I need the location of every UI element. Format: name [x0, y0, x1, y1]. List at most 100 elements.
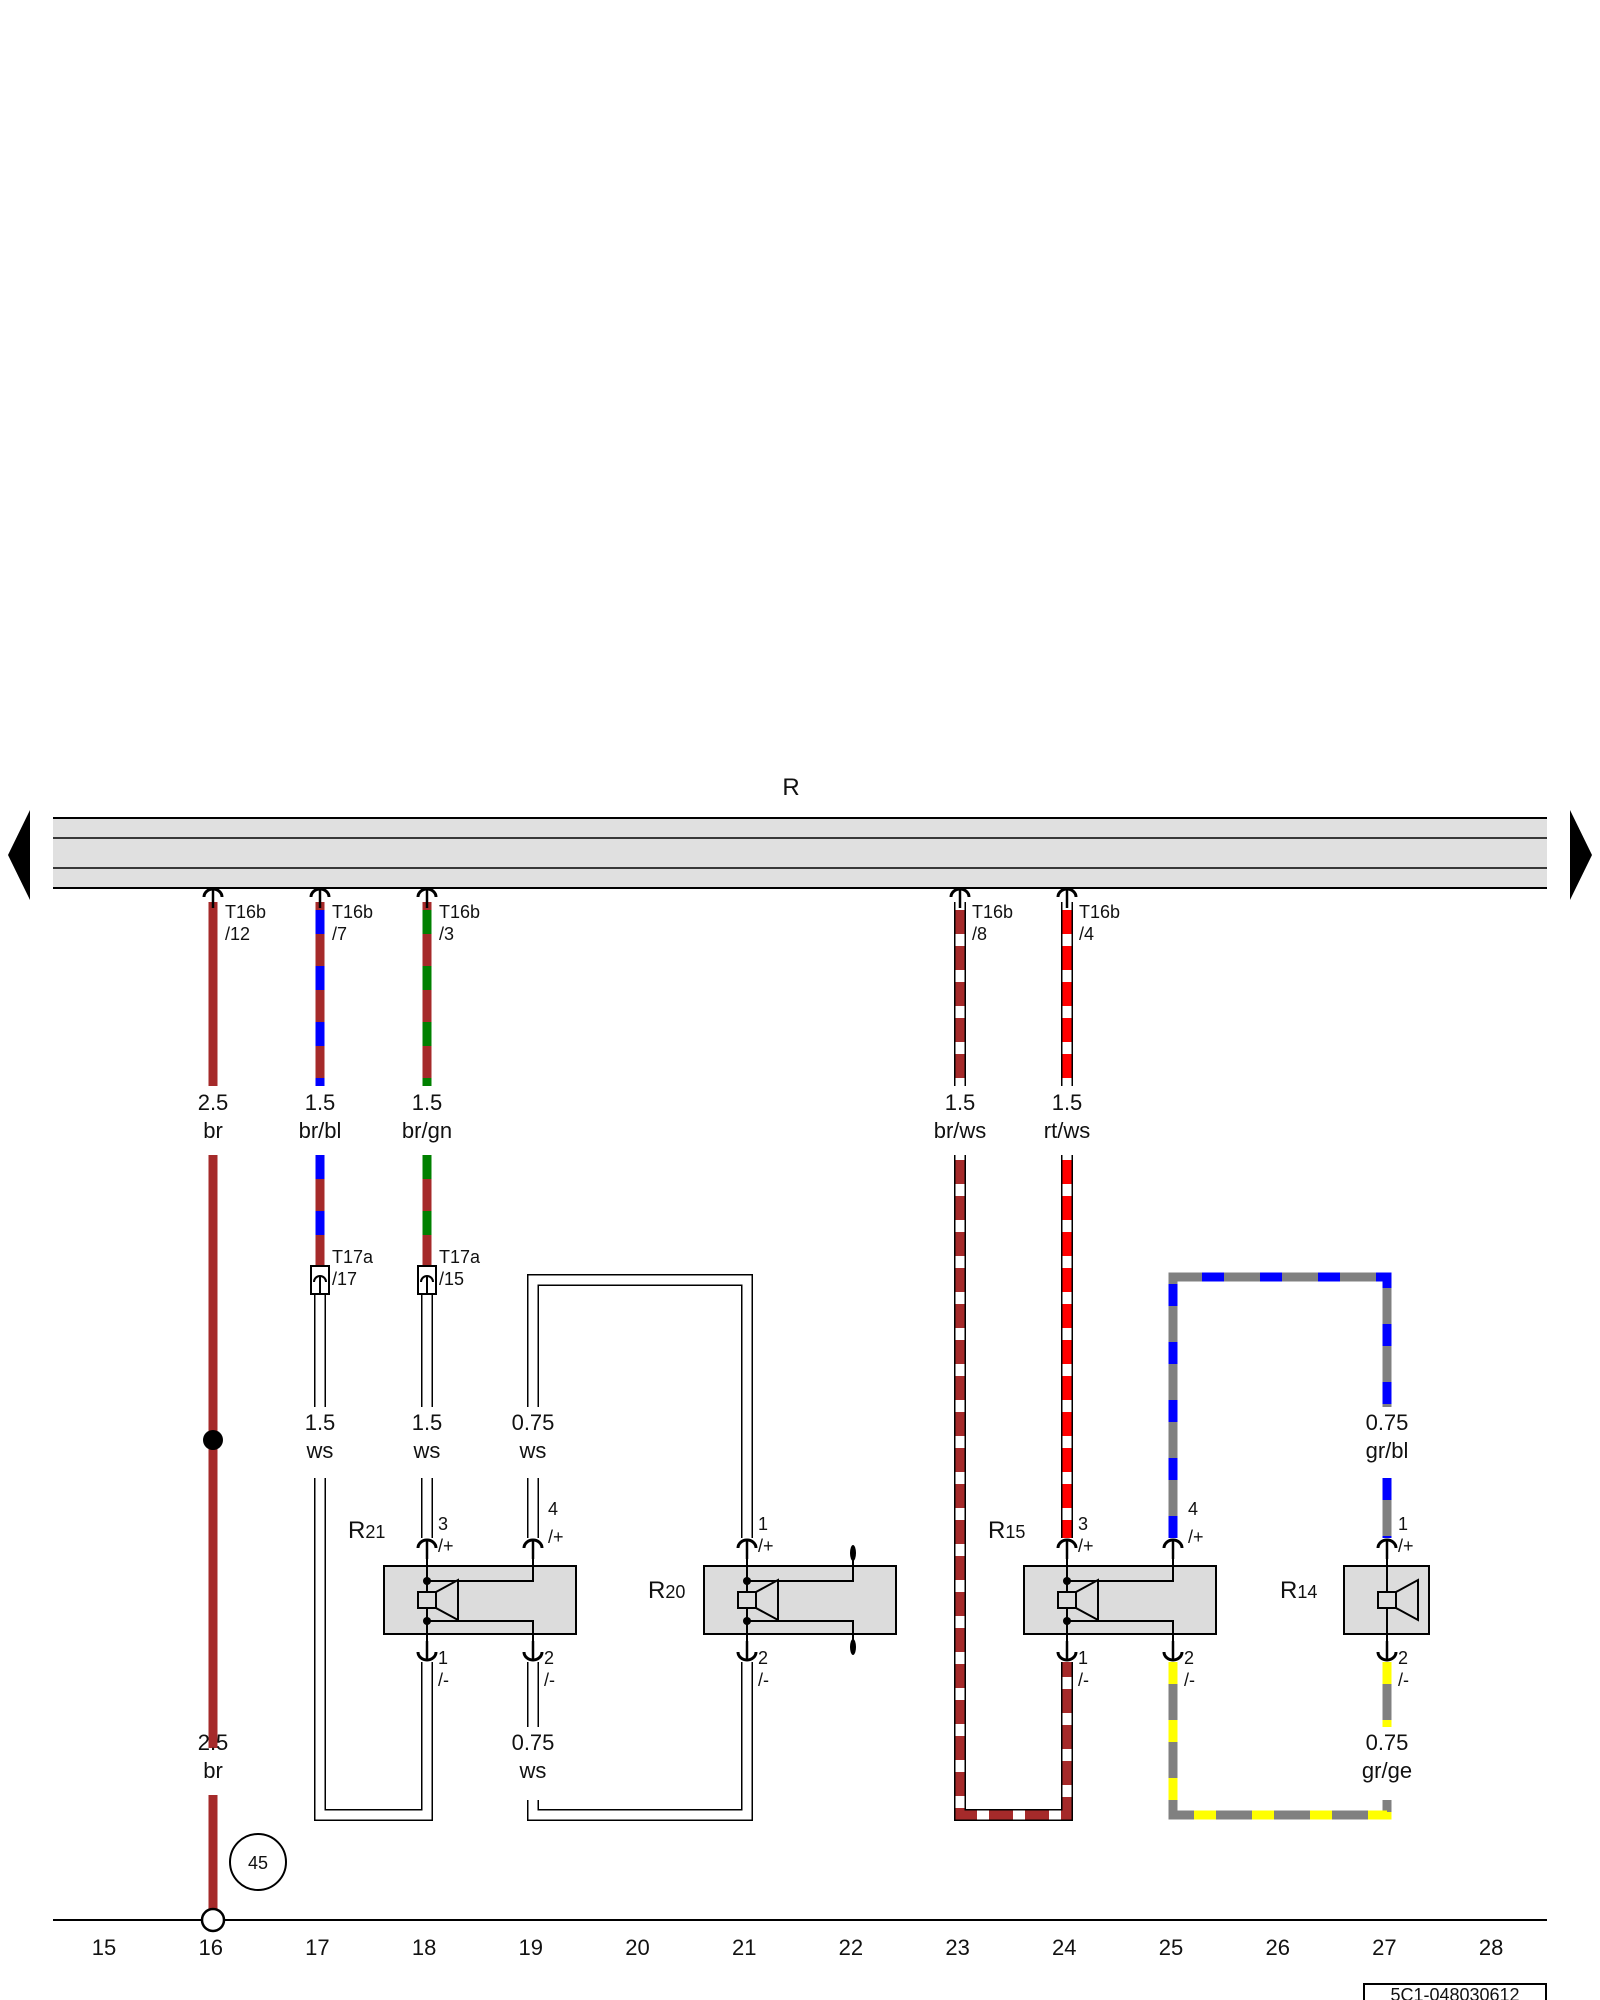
doc-code-box: [1363, 1983, 1547, 2000]
wire-label-19-mid: 0.75 ws: [512, 1410, 555, 1463]
svg-text:br/gn: br/gn: [402, 1118, 452, 1143]
svg-text:/+: /+: [758, 1536, 774, 1556]
svg-text:2: 2: [1184, 1648, 1194, 1668]
wire-label-23-top: 1.5 br/ws: [934, 1090, 987, 1143]
wire-19-21: [527, 1274, 753, 1821]
svg-text:ws: ws: [306, 1438, 334, 1463]
svg-text:3: 3: [1078, 1514, 1088, 1534]
track-number: 17: [305, 1935, 329, 1960]
svg-text:1.5: 1.5: [412, 1410, 443, 1435]
wire-label-18-top: 1.5 br/gn: [402, 1090, 452, 1143]
svg-text:1.5: 1.5: [412, 1090, 443, 1115]
wire-label-27-bottom: 0.75 gr/ge: [1362, 1730, 1412, 1783]
svg-text:/17: /17: [332, 1269, 357, 1289]
continue-left-arrow-icon: [8, 810, 30, 900]
track-number: 25: [1159, 1935, 1183, 1960]
splice-point: [203, 1430, 223, 1450]
track-number: 22: [839, 1935, 863, 1960]
svg-text:br: br: [203, 1758, 223, 1783]
svg-text:rt/ws: rt/ws: [1044, 1118, 1090, 1143]
wire-17: [314, 902, 433, 1821]
track-number: 19: [519, 1935, 543, 1960]
component-r-label: R: [782, 774, 799, 801]
svg-text:/8: /8: [972, 924, 987, 944]
svg-text:T16b: T16b: [1079, 902, 1120, 922]
wire-label-24-top: 1.5 rt/ws: [1044, 1090, 1090, 1143]
svg-text:/-: /-: [1184, 1670, 1195, 1690]
svg-text:2: 2: [758, 1648, 768, 1668]
track-number: 27: [1372, 1935, 1396, 1960]
wire-label-18-mid: 1.5 ws: [412, 1410, 443, 1463]
svg-text:/+: /+: [1188, 1527, 1204, 1547]
svg-text:2.5: 2.5: [198, 1730, 229, 1755]
connector-t17a-17: T17a /17: [310, 1247, 374, 1295]
ground-connection: [200, 1907, 226, 1933]
svg-text:R15: R15: [988, 1517, 1025, 1544]
svg-text:T16b: T16b: [225, 902, 266, 922]
svg-text:gr/bl: gr/bl: [1366, 1438, 1409, 1463]
wire-label-17-mid: 1.5 ws: [305, 1410, 336, 1463]
svg-text:/+: /+: [1078, 1536, 1094, 1556]
svg-text:T17a: T17a: [332, 1247, 374, 1267]
svg-text:1: 1: [1078, 1648, 1088, 1668]
connector-t16b-3: T16b /3: [439, 902, 480, 944]
track-number: 21: [732, 1935, 756, 1960]
doc-code: 5C1-048030612: [1390, 1985, 1519, 2000]
speaker-r14: R14 1 /+ 2 /-: [1280, 1514, 1430, 1690]
svg-text:br/ws: br/ws: [934, 1118, 987, 1143]
svg-text:/7: /7: [332, 924, 347, 944]
svg-text:T16b: T16b: [439, 902, 480, 922]
svg-text:R21: R21: [348, 1517, 385, 1544]
wire-label-16-top: 2.5 br: [198, 1090, 229, 1143]
connector-t16b-8: T16b /8: [972, 902, 1013, 944]
track-number: 20: [625, 1935, 649, 1960]
svg-text:/-: /-: [1078, 1670, 1089, 1690]
svg-text:ws: ws: [519, 1438, 547, 1463]
speaker-r15: R15 3 /+ 4 /+ 1 /- 2 /-: [988, 1499, 1217, 1690]
svg-text:/+: /+: [1398, 1536, 1414, 1556]
track-number: 28: [1479, 1935, 1503, 1960]
svg-text:R20: R20: [648, 1577, 685, 1604]
svg-text:R14: R14: [1280, 1577, 1317, 1604]
svg-text:br: br: [203, 1118, 223, 1143]
svg-text:2: 2: [1398, 1648, 1408, 1668]
speaker-r20: R20 1 /+ 2 /-: [648, 1514, 897, 1690]
svg-text:0.75: 0.75: [1366, 1410, 1409, 1435]
svg-text:/+: /+: [438, 1536, 454, 1556]
track-number: 16: [198, 1935, 222, 1960]
svg-text:2: 2: [544, 1648, 554, 1668]
track-number: 15: [92, 1935, 116, 1960]
svg-text:4: 4: [548, 1499, 558, 1519]
svg-text:/-: /-: [1398, 1670, 1409, 1690]
svg-text:/15: /15: [439, 1269, 464, 1289]
svg-text:/+: /+: [548, 1527, 564, 1547]
svg-text:0.75: 0.75: [512, 1410, 555, 1435]
ground-point-label: 45: [248, 1853, 268, 1873]
track-number: 24: [1052, 1935, 1076, 1960]
svg-text:/-: /-: [544, 1670, 555, 1690]
svg-text:1: 1: [438, 1648, 448, 1668]
wire-23-24: [954, 902, 1073, 1821]
svg-text:/3: /3: [439, 924, 454, 944]
svg-text:3: 3: [438, 1514, 448, 1534]
wire-label-27-mid: 0.75 gr/bl: [1366, 1410, 1409, 1463]
svg-text:1: 1: [758, 1514, 768, 1534]
svg-text:0.75: 0.75: [512, 1730, 555, 1755]
wire-25-27: [1168, 1272, 1392, 1820]
continue-right-arrow-icon: [1570, 810, 1592, 900]
svg-text:T16b: T16b: [332, 902, 373, 922]
connector-t17a-15: T17a /15: [417, 1247, 481, 1295]
svg-text:gr/ge: gr/ge: [1362, 1758, 1412, 1783]
svg-text:/-: /-: [758, 1670, 769, 1690]
svg-text:1: 1: [1398, 1514, 1408, 1534]
connector-t16b-12: T16b /12: [225, 902, 266, 944]
speaker-r21: R21 3 /+ 4 /+ 1 /- 2 /-: [348, 1499, 577, 1690]
svg-text:/-: /-: [438, 1670, 449, 1690]
connector-t16b-7: T16b /7: [332, 902, 373, 944]
svg-text:2.5: 2.5: [198, 1090, 229, 1115]
svg-text:/12: /12: [225, 924, 250, 944]
track-number: 18: [412, 1935, 436, 1960]
svg-text:4: 4: [1188, 1499, 1198, 1519]
